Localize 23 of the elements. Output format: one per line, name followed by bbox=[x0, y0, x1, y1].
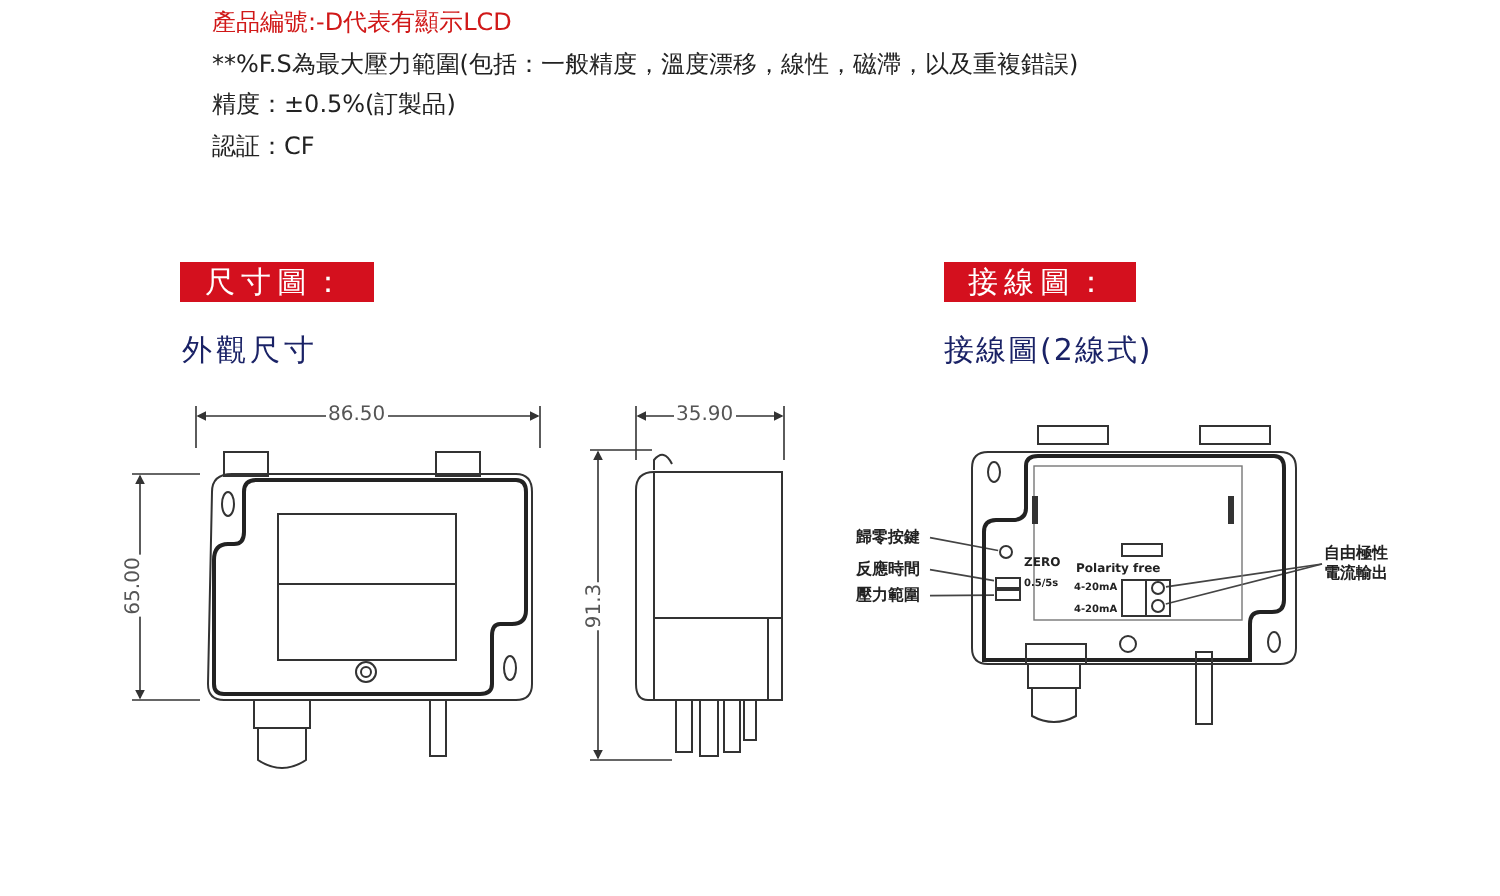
leader-line bbox=[1165, 563, 1323, 588]
leader-line bbox=[929, 536, 999, 552]
callout-label: 反應時間 bbox=[856, 560, 928, 580]
terminal-screw bbox=[1151, 581, 1165, 595]
note-text: 產品編號:-D代表有顯示LCD bbox=[212, 8, 512, 37]
leader-line bbox=[1164, 563, 1323, 605]
callout-label: 歸零按鍵 bbox=[856, 528, 928, 548]
section-header-bar: 接線圖： bbox=[944, 262, 1136, 302]
section-subtitle: 外觀尺寸 bbox=[182, 332, 318, 368]
callout-label: 自由極性電流輸出 bbox=[1324, 544, 1392, 584]
note-text: 精度：±0.5%(訂製品) bbox=[212, 90, 456, 119]
terminal-screw bbox=[1151, 599, 1165, 613]
section-subtitle: 接線圖(2線式) bbox=[944, 332, 1153, 368]
callout-label: 壓力範圍 bbox=[856, 586, 928, 606]
zero-button bbox=[999, 545, 1013, 559]
leader-line bbox=[929, 594, 995, 597]
jumper bbox=[995, 589, 1021, 601]
note-text: **%F.S為最大壓力範圍(包括：一般精度，溫度漂移，線性，磁滯，以及重複錯誤) bbox=[212, 50, 1079, 79]
jumper bbox=[995, 577, 1021, 589]
section-header-bar: 尺寸圖： bbox=[180, 262, 374, 302]
note-text: 認証：CF bbox=[212, 132, 315, 161]
dimension-label: 65.00 bbox=[122, 555, 147, 617]
leader-line bbox=[929, 568, 995, 582]
